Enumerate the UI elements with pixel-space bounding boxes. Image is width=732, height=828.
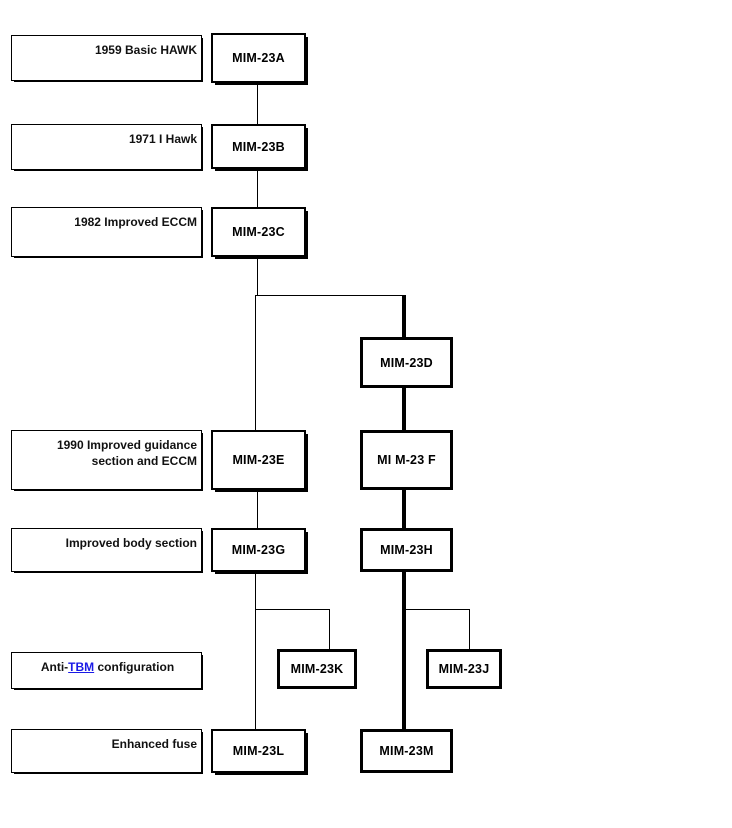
label-1971-text: 1971 I Hawk [128, 132, 197, 146]
tbm-link[interactable]: TBM [68, 660, 95, 674]
label-box-1982: 1982 Improved ECCM [11, 207, 202, 257]
connector-d-to-f [402, 388, 406, 431]
node-mim-23k[interactable]: MIM-23K [277, 649, 357, 689]
connector-h-to-m [402, 572, 406, 731]
node-mim-23f[interactable]: MI M-23 F [360, 430, 453, 490]
node-mim-23g[interactable]: MIM-23G [211, 528, 306, 572]
label-box-anti-tbm: Anti-TBM configuration [11, 652, 202, 689]
node-mim-23b[interactable]: MIM-23B [211, 124, 306, 169]
node-mim-23k-label: MIM-23K [290, 662, 344, 676]
connector-f-to-h [402, 490, 406, 529]
connector-split-g [255, 609, 330, 610]
node-mim-23f-label: MI M-23 F [377, 453, 436, 467]
label-body-text: Improved body section [65, 536, 197, 550]
connector-split-to-d [402, 295, 406, 338]
connector-b-to-c [257, 168, 258, 208]
node-mim-23l[interactable]: MIM-23L [211, 729, 306, 773]
label-1959-text: 1959 Basic HAWK [94, 43, 197, 57]
connector-a-to-b [257, 83, 258, 125]
connector-split-to-k [329, 609, 330, 650]
node-mim-23e[interactable]: MIM-23E [211, 430, 306, 490]
node-mim-23g-label: MIM-23G [231, 543, 286, 557]
node-mim-23j-label: MIM-23J [438, 662, 490, 676]
label-1990-line2-text: section and ECCM [91, 454, 197, 468]
connector-split-h [404, 609, 470, 610]
node-mim-23d-label: MIM-23D [380, 355, 433, 370]
node-mim-23m[interactable]: MIM-23M [360, 729, 453, 773]
connector-c-down [257, 256, 258, 296]
connector-g-to-l [255, 572, 256, 731]
node-mim-23c[interactable]: MIM-23C [211, 207, 306, 257]
node-mim-23e-label: MIM-23E [232, 453, 285, 467]
connector-split-c [255, 295, 405, 296]
label-box-improved-body: Improved body section [11, 528, 202, 572]
node-mim-23d[interactable]: MIM-23D [360, 337, 453, 388]
label-box-1971: 1971 I Hawk [11, 124, 202, 170]
node-mim-23c-label: MIM-23C [232, 225, 285, 239]
label-1982-text: 1982 Improved ECCM [74, 215, 197, 229]
label-tbm-suffix-text: configuration [94, 660, 175, 674]
node-mim-23j[interactable]: MIM-23J [426, 649, 502, 689]
label-fuse-text: Enhanced fuse [111, 737, 197, 751]
label-tbm-prefix-text: Anti- [40, 660, 69, 674]
node-mim-23h[interactable]: MIM-23H [360, 528, 453, 572]
label-box-enhanced-fuse: Enhanced fuse [11, 729, 202, 773]
node-mim-23a[interactable]: MIM-23A [211, 33, 306, 83]
label-box-1959: 1959 Basic HAWK [11, 35, 202, 81]
node-mim-23b-label: MIM-23B [232, 139, 285, 154]
node-mim-23m-label: MIM-23M [379, 744, 434, 758]
connector-split-to-j [469, 609, 470, 650]
label-1990-line1-text: 1990 Improved guidance [56, 438, 197, 452]
node-mim-23h-label: MIM-23H [380, 543, 433, 557]
node-mim-23a-label: MIM-23A [232, 51, 285, 65]
node-mim-23l-label: MIM-23L [232, 744, 285, 758]
connector-c-to-e [255, 295, 256, 431]
label-box-1990: 1990 Improved guidance section and ECCM [11, 430, 202, 490]
connector-e-to-g [257, 490, 258, 529]
